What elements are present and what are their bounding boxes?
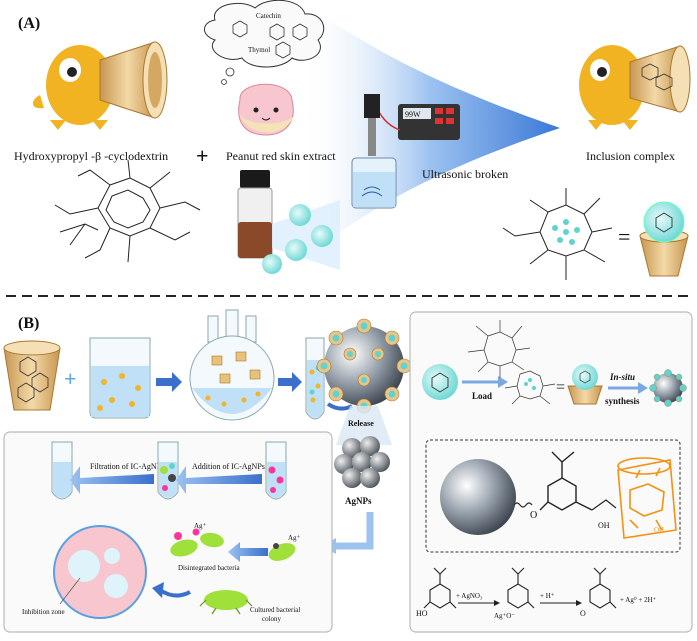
loaded-guest-dots <box>524 378 536 390</box>
curve-arrow-to-dish-head <box>152 582 164 598</box>
flow-arrow-bacteria <box>228 542 268 562</box>
ag-ion-1: Ag⁺ <box>194 522 207 530</box>
ether-o-label: O <box>530 510 537 521</box>
release-beam <box>336 406 392 445</box>
panel-a: (A) Hydroxypropyl -β -cyclodextrin + <box>14 0 691 280</box>
insitu-arrow-head <box>638 382 648 394</box>
three-neck-flask-icon <box>189 309 275 421</box>
plus-sign-a: + <box>196 143 209 168</box>
test-tube-icon <box>305 337 325 420</box>
flow-arrow-1 <box>156 372 182 392</box>
flow-arrow-addition <box>176 466 262 494</box>
cultured-label-1: Cultured bacterial <box>250 606 300 614</box>
ic-agnp-particle-icon <box>316 318 412 414</box>
curve-arrow-to-sphere <box>326 402 353 411</box>
cd-structure-small-top <box>467 320 531 378</box>
eq-arrow-1-head <box>494 600 500 606</box>
product-label: Inclusion complex <box>586 149 675 163</box>
disintegrated-bacteria-icon <box>170 528 224 557</box>
guest-molecule-sphere-icon <box>422 364 458 400</box>
agnp-cluster-icon <box>334 436 390 488</box>
cyclodextrin-orange-outline <box>617 457 677 539</box>
extract-vial-icon <box>237 170 273 259</box>
eq-ag-o-label: Ag⁺O⁻ <box>494 612 515 620</box>
flow-arrow-filtration <box>70 466 154 494</box>
linker-line <box>591 499 617 511</box>
eq-o-label: O <box>580 609 586 618</box>
release-label: Release <box>348 419 374 428</box>
silver-nanoparticle-icon <box>440 459 516 535</box>
bacteria-icon <box>268 543 296 561</box>
equals-sign-a: = <box>618 224 630 249</box>
cd-oh-label: OH <box>654 526 664 534</box>
inhibition-label: Inhibition zone <box>22 608 65 616</box>
detail-dashed-box <box>425 439 681 553</box>
inhibition-pointer <box>59 577 81 605</box>
bond-wavy-line <box>513 502 533 508</box>
insitu-label: In-situ <box>609 372 635 382</box>
panel-b-label: (B) <box>18 315 39 332</box>
beaker-icon <box>89 337 151 419</box>
eq-plus-ag0: + Ag⁰ + 2H⁺ <box>620 596 657 604</box>
disintegrated-label: Disintegrated bacteria <box>178 564 241 572</box>
thymol-ring <box>539 451 593 511</box>
host-label: Hydroxypropyl -β -cyclodextrin <box>14 149 168 163</box>
cultured-colony-icon <box>199 590 253 615</box>
tube-mixed-icon <box>157 441 179 500</box>
compound-cloud: Catechin Thymol <box>204 0 325 85</box>
eq-ho-label: HO <box>416 609 428 618</box>
cd-structure-small-loaded <box>504 370 556 405</box>
plus-sign-b: + <box>64 366 77 391</box>
eq-arrow-2-head <box>576 600 582 606</box>
device-display: 99W <box>405 110 421 119</box>
panel-a-label: (A) <box>18 15 40 32</box>
inclusion-complex-cup-icon <box>629 45 691 113</box>
cloud-text-thymol: Thymol <box>248 46 270 54</box>
reaction-equation <box>423 567 617 609</box>
extract-label: Peanut red skin extract <box>226 149 336 163</box>
cyclodextrin-cup-b-icon <box>3 340 61 411</box>
equals-sign-b: = <box>556 379 565 396</box>
cultured-label-2: colony <box>262 615 282 623</box>
linker-oh-label: OH <box>598 521 610 530</box>
tube-bacteria-icon <box>265 441 287 500</box>
complex-guest-dots <box>552 219 580 245</box>
duck-host-icon <box>32 45 114 130</box>
complex-cup-icon <box>639 201 689 277</box>
complex-structure <box>502 188 613 280</box>
process-label: Ultrasonic broken <box>422 167 508 181</box>
load-label: Load <box>472 391 492 401</box>
cyclodextrin-cup-icon <box>99 41 168 119</box>
cloud-text-catechin: Catechin <box>256 12 281 20</box>
panel-b: (B) + <box>3 309 693 633</box>
extract-molecule-spheres <box>262 204 333 274</box>
ultrasonic-device-icon: 99W <box>351 94 460 209</box>
addition-label: Addition of IC-AgNPs <box>192 462 265 471</box>
eq-plus-h: + H⁺ <box>540 592 555 600</box>
complex-cup-b-icon <box>567 364 603 405</box>
cyclodextrin-structure <box>54 159 201 263</box>
flow-arrow-l <box>334 512 374 550</box>
synthesis-label: synthesis <box>605 396 640 406</box>
flow-arrow-2 <box>278 372 302 392</box>
eq-plus-agno3: + AgNO₃ <box>456 592 483 600</box>
tube-clear-icon <box>51 441 73 500</box>
agnp-label: AgNPs <box>345 496 372 506</box>
duck-product-icon <box>579 45 645 130</box>
peanut-extract-icon <box>238 83 296 136</box>
load-arrow-head <box>498 376 508 388</box>
ag-ion-2: Ag⁺ <box>288 534 301 542</box>
ic-agnp-small-icon <box>649 369 687 407</box>
filtration-label: Filtration of IC-AgNPs <box>90 462 164 471</box>
petri-dish-icon <box>53 525 147 619</box>
